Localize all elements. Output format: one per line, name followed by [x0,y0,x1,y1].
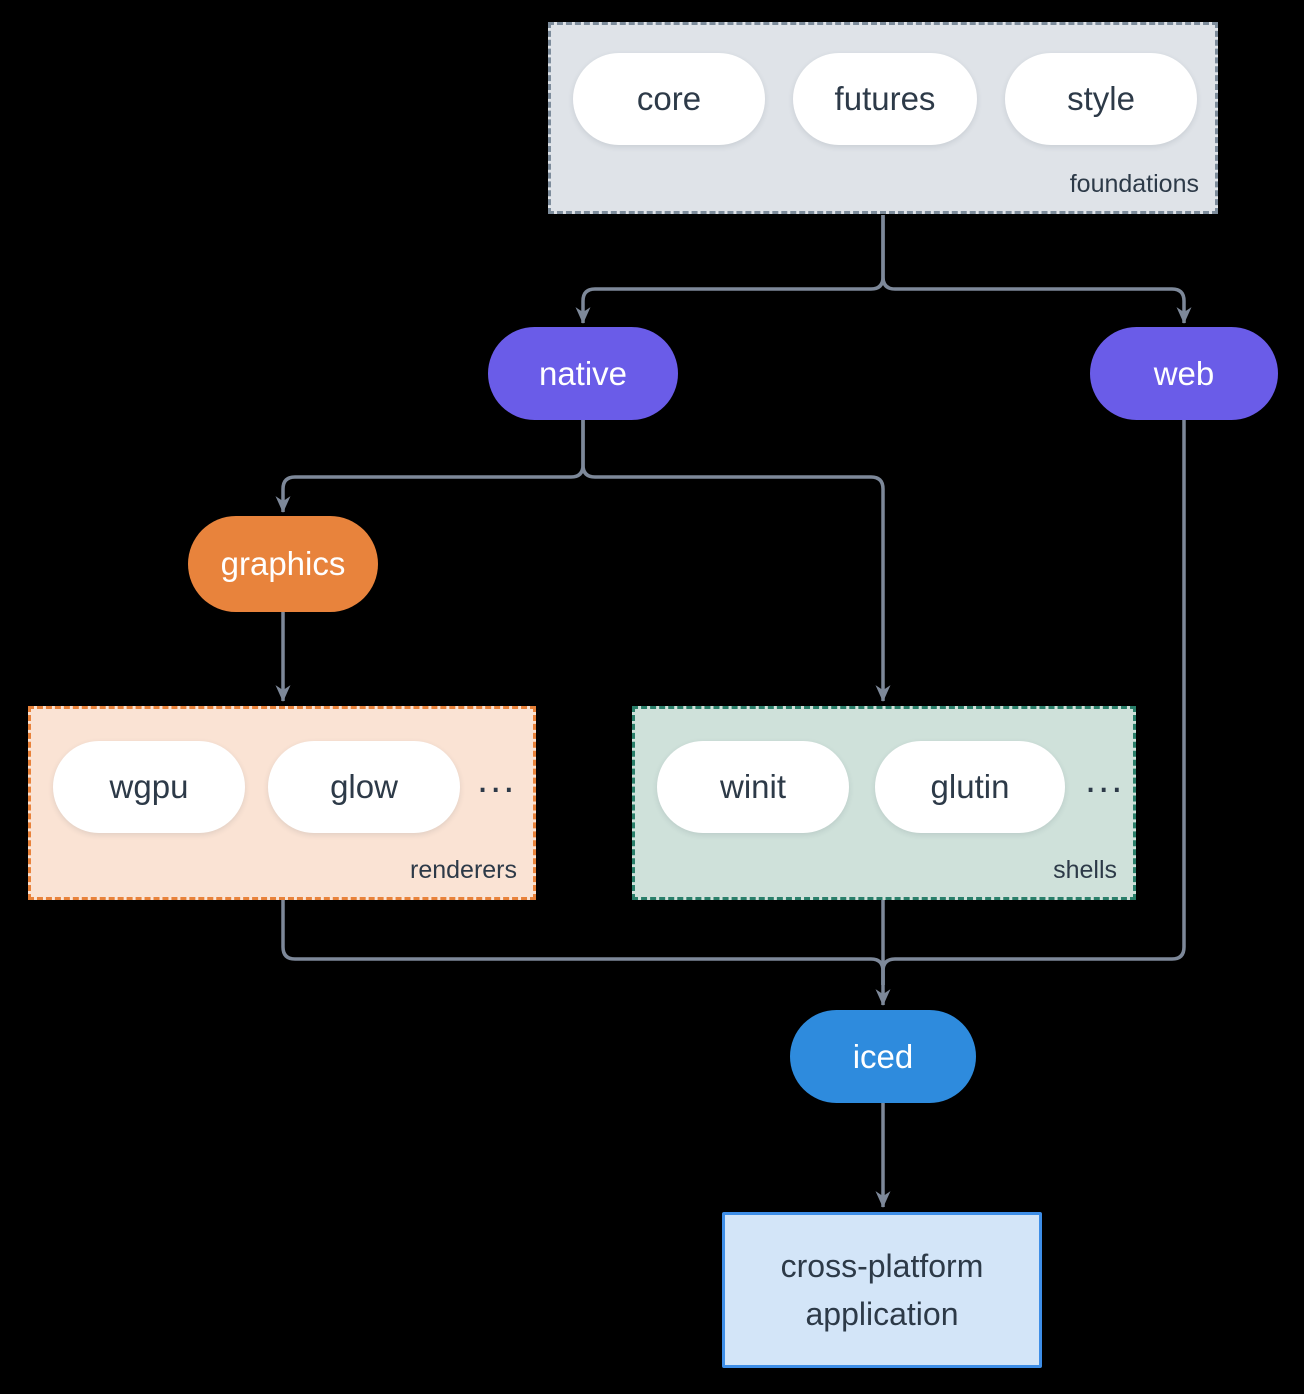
foundations-group: core futures style foundations [548,22,1218,214]
node-web: web [1090,327,1278,420]
shells-group: winit glutin ... shells [632,706,1136,900]
node-style: style [1005,53,1197,145]
edge-foundations-web [881,215,1192,324]
node-core: core [573,53,765,145]
renderers-group: wgpu glow ... renderers [28,706,536,900]
shells-group-label: shells [1053,856,1117,884]
node-native: native [488,327,678,420]
edge-foundations-native [575,215,885,324]
node-graphics: graphics [188,516,378,612]
application-label-line1: cross-platform [780,1248,984,1284]
node-glow: glow [268,741,460,833]
node-futures: futures [793,53,977,145]
node-glutin: glutin [875,741,1065,833]
node-winit: winit [657,741,849,833]
node-cross-platform-application: cross-platform application [722,1212,1042,1368]
edge-native-graphics [275,420,585,513]
node-wgpu: wgpu [53,741,245,833]
edge-native-shells [581,420,891,702]
foundations-group-label: foundations [1069,170,1199,198]
node-iced: iced [790,1010,976,1103]
shells-ellipsis: ... [1085,757,1125,801]
application-label-line2: application [805,1296,959,1332]
renderers-group-label: renderers [410,856,517,884]
edge-web-iced [881,419,1186,985]
renderers-ellipsis: ... [477,757,517,801]
edge-renderers-iced [281,900,885,985]
